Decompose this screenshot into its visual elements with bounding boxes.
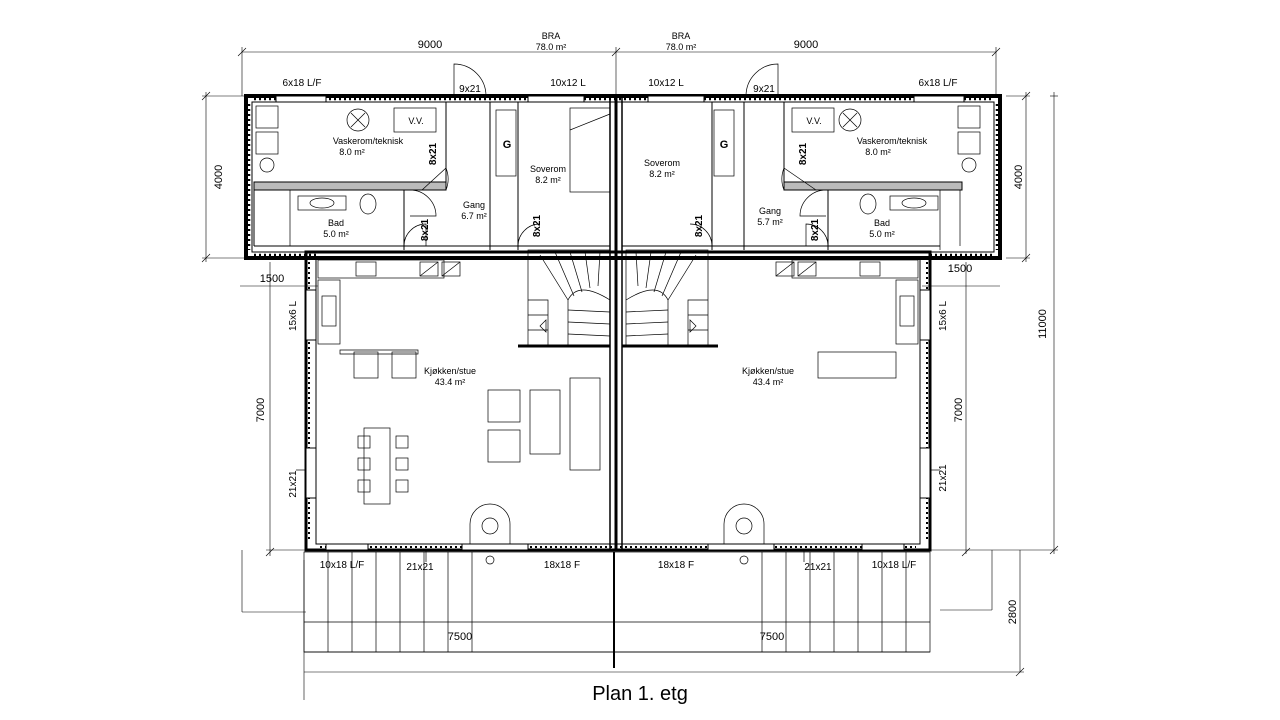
room-soverom-left-area: 8.2 m² [535,175,561,185]
terrace [303,551,931,668]
room-bad-right: Bad [874,218,890,228]
room-vaskerom-left-area: 8.0 m² [339,147,365,157]
room-bad-left: Bad [328,218,344,228]
dim-right-step: 1500 [948,263,972,275]
wardrobe-left-symbol: G [503,139,512,151]
doors [296,63,940,562]
opening-left-window-bottom: 18x18 F [544,560,580,571]
opening-right-window-bottom-corner: 10x18 L/F [872,560,916,571]
opening-right-door-bottom: 21x21 [804,562,832,573]
room-vaskerom-left: Vaskerom/teknisk [333,136,404,146]
dimension-lines [201,47,1059,700]
bra-left-label: BRA [542,31,561,41]
room-bad-right-area: 5.0 m² [869,229,895,239]
opening-left-door-bad: 8x21 [420,218,431,241]
room-kjokken-left: Kjøkken/stue [424,366,476,376]
opening-left-door-soverom: 8x21 [532,214,543,237]
vv-right: V.V. [806,116,821,126]
room-labels: Vaskerom/teknisk 8.0 m² V.V. Bad 5.0 m² … [323,116,927,387]
dim-right-upper: 4000 [1013,165,1025,189]
opening-right-window-side: 15x6 L [938,301,949,331]
room-vaskerom-right: Vaskerom/teknisk [857,136,928,146]
vv-left: V.V. [408,116,423,126]
dim-left-upper: 4000 [213,165,225,189]
dim-right-overall: 11000 [1037,309,1049,339]
dim-top-right: 9000 [794,39,818,51]
dim-right-lower: 7000 [953,398,965,422]
room-soverom-right-area: 8.2 m² [649,169,675,179]
outer-walls [244,94,1002,552]
room-soverom-right: Soverom [644,158,680,168]
room-bad-left-area: 5.0 m² [323,229,349,239]
opening-left-door-vaskerom: 8x21 [428,142,439,165]
room-gang-left-area: 6.7 m² [461,211,487,221]
room-gang-right: Gang [759,206,781,216]
opening-left-window-top-corner: 6x18 L/F [283,78,322,89]
opening-right-window-top-corner: 6x18 L/F [919,78,958,89]
opening-right-front-door: 9x21 [753,84,775,95]
bra-right-label: BRA [672,31,691,41]
wardrobe-right-symbol: G [720,139,729,151]
opening-right-door-side: 21x21 [938,464,949,492]
opening-left-window-side: 15x6 L [288,301,299,331]
opening-right-door-vaskerom: 8x21 [798,142,809,165]
opening-labels: 6x18 L/F 9x21 10x12 L 10x12 L 9x21 6x18 … [283,78,958,573]
opening-left-window-bottom-corner: 10x18 L/F [320,560,364,571]
dim-terrace-left: 7500 [448,631,472,643]
room-kjokken-left-area: 43.4 m² [435,377,466,387]
fixtures [255,105,981,565]
room-kjokken-right: Kjøkken/stue [742,366,794,376]
windows [275,95,965,551]
opening-left-door-bottom: 21x21 [406,562,434,573]
dim-right-terrace: 2800 [1007,600,1019,624]
opening-left-door-side: 21x21 [288,470,299,498]
opening-right-door-soverom: 8x21 [694,214,705,237]
opening-left-front-door: 9x21 [459,84,481,95]
plan-caption: Plan 1. etg [592,683,688,705]
room-vaskerom-right-area: 8.0 m² [865,147,891,157]
dim-left-lower: 7000 [255,398,267,422]
dimension-labels: 9000 9000 4000 7000 1500 4000 11000 7000… [213,39,1049,643]
bra-labels: BRA 78.0 m² BRA 78.0 m² [536,31,697,52]
dim-terrace-right: 7500 [760,631,784,643]
room-gang-left: Gang [463,200,485,210]
opening-right-window-bottom: 18x18 F [658,560,694,571]
dim-top-left: 9000 [418,39,442,51]
stairs [518,249,718,348]
opening-right-window-top: 10x12 L [648,78,684,89]
interior-walls [253,102,963,250]
opening-left-window-top: 10x12 L [550,78,586,89]
room-soverom-left: Soverom [530,164,566,174]
bra-right-value: 78.0 m² [666,42,697,52]
dim-left-step: 1500 [260,273,284,285]
room-gang-right-area: 5.7 m² [757,217,783,227]
room-kjokken-right-area: 43.4 m² [753,377,784,387]
bra-left-value: 78.0 m² [536,42,567,52]
opening-right-door-bad: 8x21 [810,218,821,241]
